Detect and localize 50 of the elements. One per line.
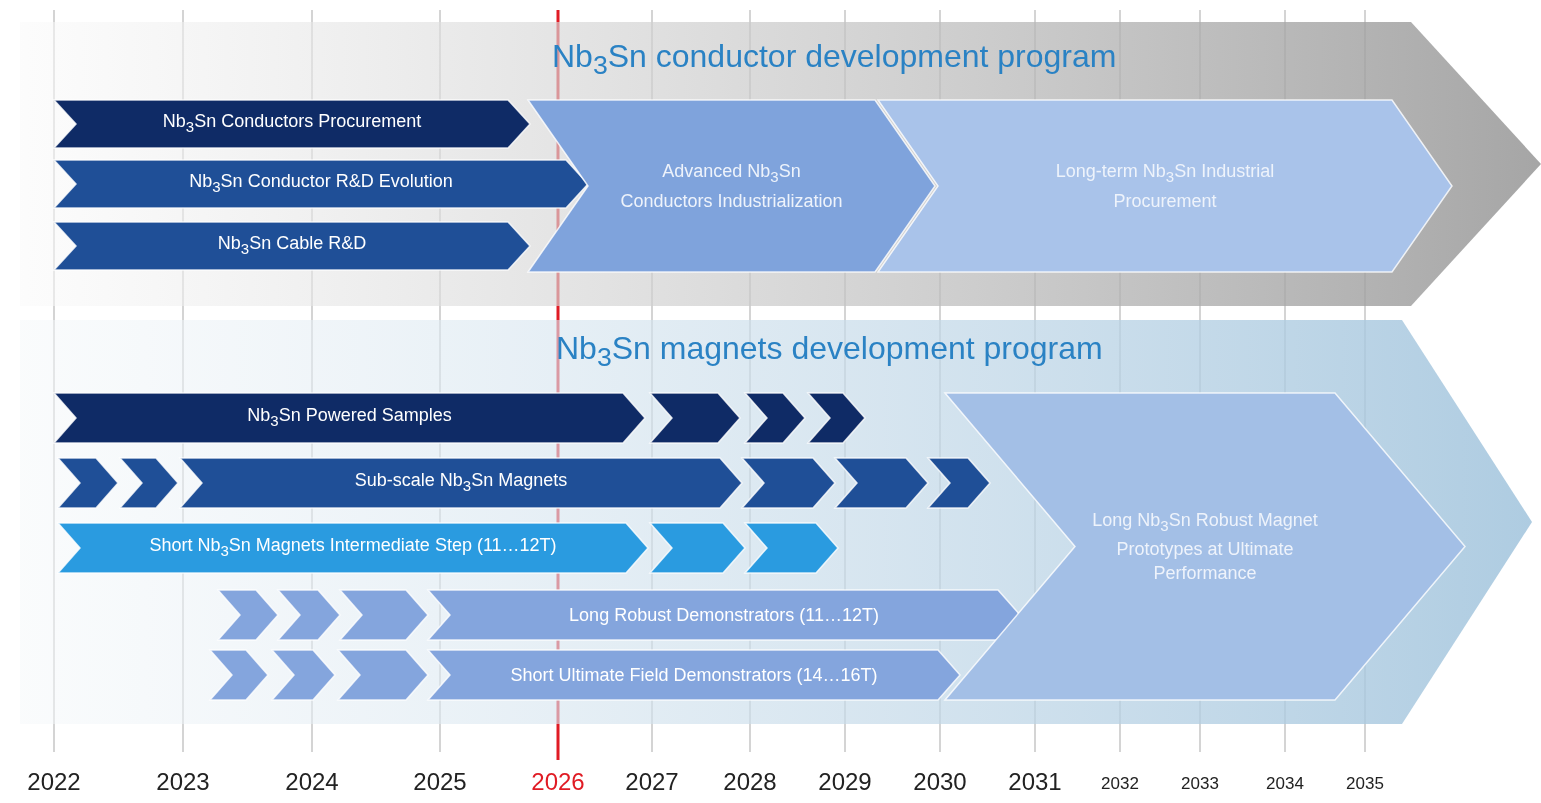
phase-segment bbox=[808, 393, 865, 443]
phase-label: Nb$_{3}$Sn Conductor R&D Evolution bbox=[189, 170, 453, 197]
program-heading: Nb$_{3}$Sn magnets development program bbox=[556, 330, 1103, 374]
phase-segment bbox=[278, 590, 340, 640]
phase-label: Long-term Nb$_{3}$Sn Industrial Procurement bbox=[1054, 160, 1276, 213]
year-label: 2033 bbox=[1181, 774, 1219, 794]
year-label: 2035 bbox=[1346, 774, 1384, 794]
phase-segment bbox=[745, 523, 838, 573]
phase-bar bbox=[945, 393, 1465, 700]
phase-segment bbox=[835, 458, 928, 508]
phase-label: Nb$_{3}$Sn Powered Samples bbox=[247, 404, 452, 431]
phase-segment bbox=[120, 458, 178, 508]
phase-bar bbox=[528, 100, 935, 272]
phase-bar bbox=[54, 100, 530, 148]
phase-segment bbox=[338, 650, 428, 700]
year-label: 2029 bbox=[818, 768, 872, 796]
program-heading: Nb$_{3}$Sn conductor development program bbox=[552, 38, 1117, 82]
phase-label: Short Nb$_{3}$Sn Magnets Intermediate Step (11…12T) bbox=[149, 534, 557, 561]
phase-segment bbox=[745, 393, 805, 443]
year-label: 2026 bbox=[531, 768, 585, 796]
year-label: 2024 bbox=[285, 768, 339, 796]
phase-segment bbox=[742, 458, 835, 508]
year-label: 2034 bbox=[1266, 774, 1304, 794]
year-label: 2031 bbox=[1008, 768, 1062, 796]
year-label: 2025 bbox=[413, 768, 467, 796]
phase-label: Nb$_{3}$Sn Cable R&D bbox=[217, 232, 367, 259]
phase-segment bbox=[272, 650, 335, 700]
program-band bbox=[20, 320, 1532, 724]
year-label: 2023 bbox=[156, 768, 210, 796]
phase-bar bbox=[54, 393, 645, 443]
phase-segment bbox=[928, 458, 990, 508]
phase-bar bbox=[54, 160, 588, 208]
year-label: 2032 bbox=[1101, 774, 1139, 794]
year-label: 2030 bbox=[913, 768, 967, 796]
phase-label: Advanced Nb$_{3}$Sn Conductors Industrialization bbox=[619, 160, 844, 213]
phase-label: Long Nb$_{3}$Sn Robust Magnet Prototypes at Ultimate Performance bbox=[1091, 508, 1319, 586]
phase-segment bbox=[58, 458, 118, 508]
phase-bar bbox=[54, 222, 530, 270]
phase-segment bbox=[650, 393, 740, 443]
phase-segment bbox=[218, 590, 278, 640]
phase-label: Sub-scale Nb$_{3}$Sn Magnets bbox=[354, 469, 568, 496]
year-label: 2027 bbox=[625, 768, 679, 796]
phase-label: Long Robust Demonstrators (11…12T) bbox=[569, 604, 879, 627]
phase-label: Short Ultimate Field Demonstrators (14…16T) bbox=[510, 664, 878, 687]
phase-segment bbox=[650, 523, 745, 573]
phase-segment bbox=[210, 650, 268, 700]
year-label: 2022 bbox=[27, 768, 81, 796]
phase-segment bbox=[340, 590, 428, 640]
phase-label: Nb$_{3}$Sn Conductors Procurement bbox=[162, 110, 422, 137]
year-label: 2028 bbox=[723, 768, 777, 796]
